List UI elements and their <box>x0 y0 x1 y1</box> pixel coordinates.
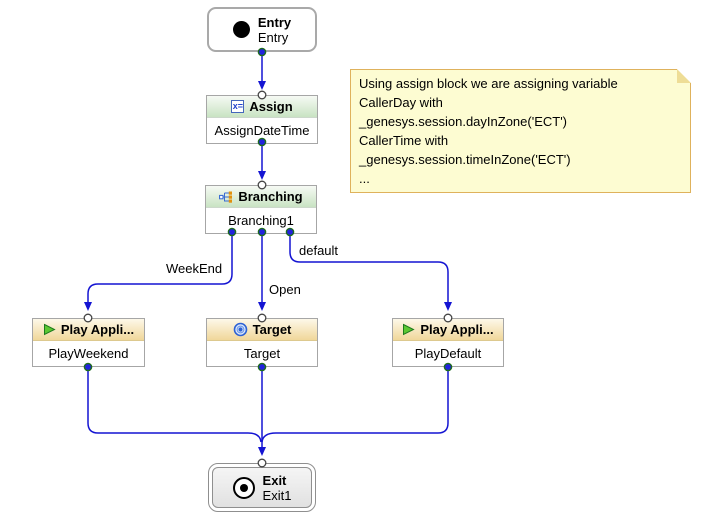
target-bullseye-icon <box>233 322 247 337</box>
block-exit-inner: Exit Exit1 <box>212 467 312 508</box>
arrowhead-icon <box>84 302 92 311</box>
note-line: _genesys.session.dayInZone('ECT') <box>359 114 568 129</box>
edge-label-default[interactable]: default <box>299 243 339 258</box>
block-assign-name: AssignDateTime <box>214 123 310 138</box>
edge-playdefault-exit[interactable] <box>261 367 449 443</box>
note-line: ... <box>359 171 370 186</box>
arrowhead-icon <box>258 302 266 311</box>
block-entry-name: Entry <box>257 29 289 45</box>
block-play-weekend-name: PlayWeekend <box>48 346 129 361</box>
block-assign[interactable]: x= Assign AssignDateTime <box>206 95 318 144</box>
assign-x-equals-icon: x= <box>231 100 245 113</box>
block-play-default-header: Play Appli... <box>393 319 503 341</box>
exit-bullseye-dot <box>239 483 248 492</box>
note-line: _genesys.session.timeInZone('ECT') <box>359 152 571 167</box>
block-target[interactable]: Target Target <box>206 318 318 367</box>
exit-bullseye-icon <box>232 476 255 499</box>
block-play-default-title: Play Appli... <box>420 322 494 337</box>
exit-text: Exit Exit1 <box>263 473 292 503</box>
note-line: Using assign block we are assigning vari… <box>359 76 618 91</box>
block-exit-title: Exit <box>262 472 287 488</box>
arrowhead-icon <box>258 447 266 456</box>
block-target-name: Target <box>243 346 281 361</box>
edge-label-weekend[interactable]: WeekEnd <box>166 261 223 276</box>
block-assign-title: Assign <box>249 99 293 114</box>
edge-playweekend-exit[interactable] <box>87 367 262 443</box>
arrowhead-icon <box>258 171 266 180</box>
entry-text: Entry Entry <box>258 15 291 45</box>
block-branching-header: Branching <box>206 186 316 208</box>
block-target-header: Target <box>207 319 317 341</box>
play-triangle-icon <box>403 323 416 336</box>
block-play-weekend-header: Play Appli... <box>33 319 144 341</box>
note-line: CallerTime with <box>359 133 449 148</box>
block-branching-title: Branching <box>238 189 303 204</box>
block-entry-title: Entry <box>257 14 292 30</box>
annotation-note[interactable]: Using assign block we are assigning vari… <box>350 69 691 193</box>
block-play-weekend[interactable]: Play Appli... PlayWeekend <box>32 318 145 367</box>
entry-circle-icon <box>232 21 250 38</box>
edge-label-open[interactable]: Open <box>269 282 301 297</box>
arrowhead-icon <box>258 81 266 90</box>
play-triangle-icon <box>43 323 56 336</box>
branching-tree-icon <box>219 191 233 203</box>
block-assign-header: x= Assign <box>207 96 317 118</box>
block-target-title: Target <box>252 322 292 337</box>
block-branching[interactable]: Branching Branching1 <box>205 185 317 234</box>
block-exit-name: Exit1 <box>262 487 292 503</box>
block-play-default[interactable]: Play Appli... PlayDefault <box>392 318 504 367</box>
block-exit[interactable]: Exit Exit1 <box>208 463 316 512</box>
block-entry[interactable]: Entry Entry <box>207 7 317 52</box>
block-branching-name: Branching1 <box>228 213 294 228</box>
note-fold-corner <box>677 69 691 83</box>
note-line: CallerDay with <box>359 95 443 110</box>
block-play-default-name: PlayDefault <box>414 346 482 361</box>
arrowhead-icon <box>444 302 452 311</box>
block-play-weekend-title: Play Appli... <box>60 322 135 337</box>
